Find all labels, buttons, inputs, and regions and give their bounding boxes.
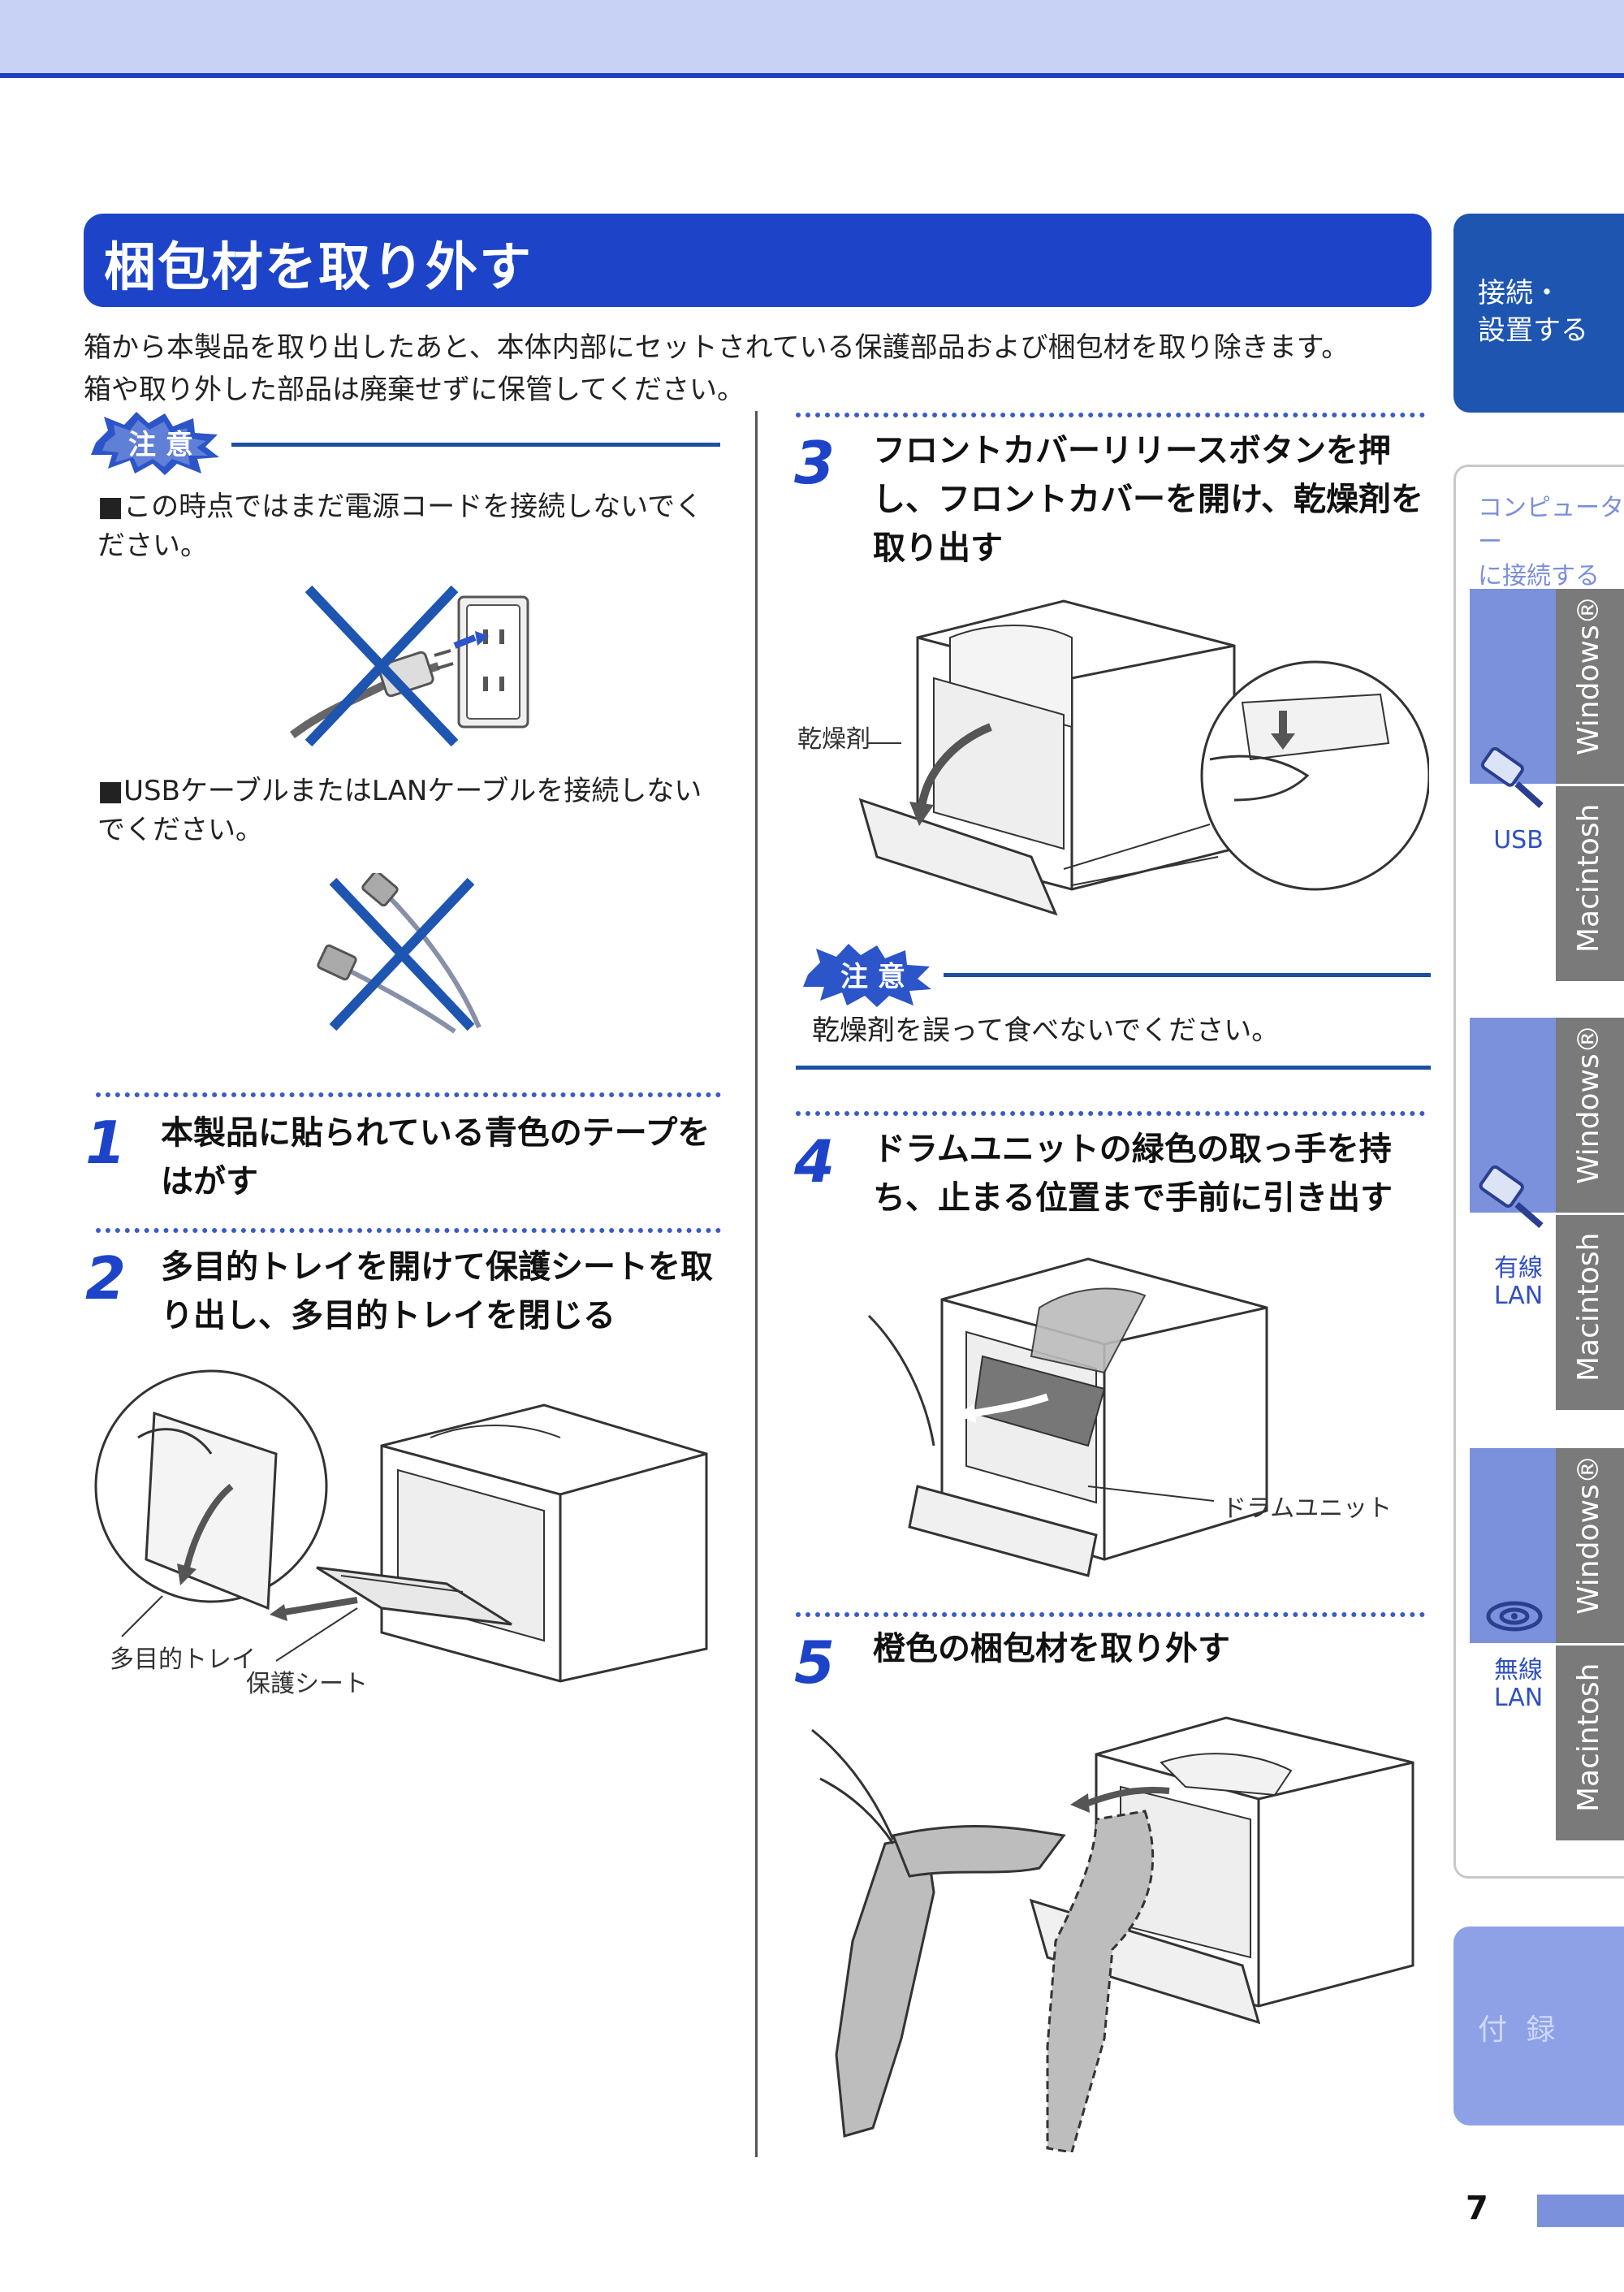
step-number: 5 [794,1628,836,1697]
svg-text:注 意: 注 意 [128,429,193,461]
caution-rule [944,973,1431,977]
tab-connect-setup-label: 接続・ 設置する [1478,277,1588,347]
page-title: 梱包材を取り外す [104,238,533,298]
caution-note-power: ■この時点ではまだ電源コードを接続しないでください。 [97,491,703,562]
step-number: 4 [794,1127,836,1196]
step-text: 多目的トレイを開けて保護シートを取り出し、多目的トレイを閉じる [161,1248,713,1334]
step-divider [796,413,1425,417]
tab-wireless-windows-label: Windows® [1572,1455,1605,1615]
drum-illustration [844,1243,1283,1587]
step-text: 本製品に貼られている青色のテープをはがす [161,1114,710,1200]
intro-line-2: 箱や取り外した部品は廃棄せずに保管してください。 [84,374,745,406]
caution-burst-icon: 注 意 [91,412,219,475]
wired-lan-label: 有線 LAN [1493,1254,1544,1310]
step-text: フロントカバーリリースボタンを押し、フロントカバーを開け、乾燥剤を取り出す [873,432,1423,567]
tab-wireless-mac[interactable]: Macintosh [1556,1645,1624,1840]
caution-note-desiccant: 乾燥剤を誤って食べないでください。 [812,1014,1280,1047]
step-divider [796,1111,1425,1116]
tab-usb-mac[interactable]: Macintosh [1556,786,1624,981]
no-power-illustration [276,581,536,755]
column-divider [755,411,758,2157]
packing-illustration [804,1697,1429,2156]
caution-badge: 注 意 [88,410,226,478]
tab-usb-windows[interactable]: Windows® [1556,589,1624,784]
step-text: 橙色の梱包材を取り外す [873,1630,1230,1667]
usb-plug-icon [1476,746,1549,815]
desiccant-illustration [828,589,1431,933]
tab-wired-mac-label: Macintosh [1572,1232,1605,1382]
tab-usb-mac-label: Macintosh [1572,803,1605,953]
no-cable-illustration [317,870,495,1039]
lan-plug-icon [1476,1165,1549,1234]
tab-wired-mac[interactable]: Macintosh [1556,1215,1624,1410]
caution-note-cable: ■USBケーブルまたはLANケーブルを接続しないでください。 [97,775,702,846]
tab-wired-windows[interactable]: Windows® [1556,1018,1624,1213]
caution-rule [796,1066,1431,1070]
tab-usb-windows-label: Windows® [1572,595,1605,755]
intro-text: 箱から本製品を取り出したあと、本体内部にセットされている保護部品および梱包材を取… [84,327,1423,411]
step-number: 2 [85,1244,127,1312]
connect-computer-title: コンピューター に接続する [1478,494,1624,590]
step-number: 3 [794,429,836,497]
tab-appendix-label: 付 録 [1478,2013,1561,2047]
svg-text:注 意: 注 意 [840,961,905,993]
tray-illustration [89,1364,723,1693]
callout-desiccant: 乾燥剤 [797,725,870,754]
header-band [0,0,1624,78]
step-divider [96,1228,721,1233]
caution-badge: 注 意 [800,942,938,1010]
tab-connect-setup[interactable] [1453,214,1624,413]
step-divider [96,1092,721,1097]
intro-line-1: 箱から本製品を取り出したあと、本体内部にセットされている保護部品および梱包材を取… [84,331,1350,364]
wireless-icon [1482,1596,1547,1640]
tab-wired-windows-label: Windows® [1572,1024,1605,1184]
page-number: 7 [1466,2190,1488,2227]
callout-tray: 多目的トレイ [110,1645,256,1674]
tab-wireless-mac-label: Macintosh [1572,1663,1605,1812]
callout-sheet: 保護シート [246,1670,368,1698]
title-bar [84,214,1432,307]
caution-burst-icon: 注 意 [803,944,931,1007]
callout-drum: ドラムユニット [1222,1494,1393,1523]
wireless-lan-label: 無線 LAN [1493,1656,1544,1712]
step-divider [796,1612,1425,1617]
usb-label: USB [1493,826,1544,854]
tab-wireless-windows[interactable]: Windows® [1556,1448,1624,1643]
page-number-bar [1537,2195,1624,2227]
tab-appendix[interactable] [1453,1927,1624,2126]
step-number: 1 [85,1109,127,1177]
caution-rule [231,443,720,447]
step-text: ドラムユニットの緑色の取っ手を持ち、止まる位置まで手前に引き出す [873,1131,1393,1217]
